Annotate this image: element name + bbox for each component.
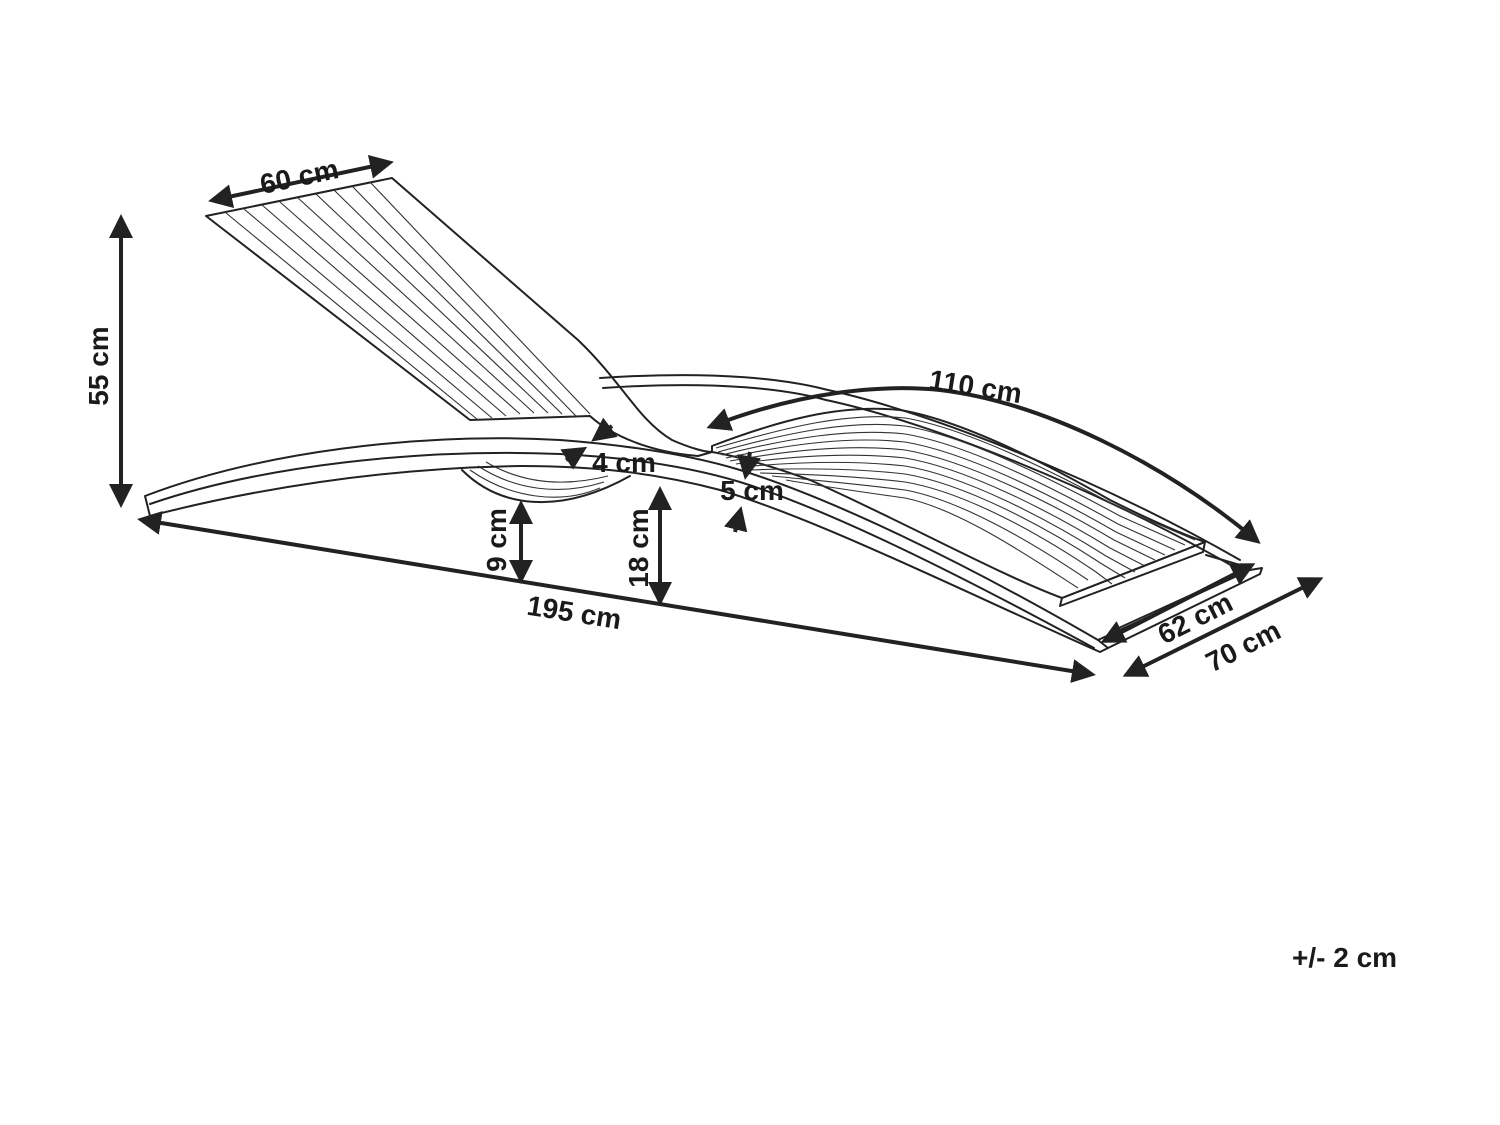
seat-length-dimension-line	[706, 386, 1261, 544]
thickness-arrow-top	[737, 451, 762, 480]
total-length-dimension-line	[137, 511, 1096, 683]
frame-thickness-label: 5 cm	[720, 475, 784, 506]
backrest-width-dimension-line	[208, 155, 394, 208]
dimension-lines	[109, 155, 1324, 683]
seat-height-label: 18 cm	[623, 508, 654, 587]
lounger-drawing	[144, 177, 1263, 653]
backrest-width-label: 60 cm	[257, 153, 341, 200]
seat-length-label: 110 cm	[927, 364, 1024, 409]
front-frame	[144, 437, 1109, 653]
slat-gap-label: 4 cm	[592, 447, 656, 478]
thickness-arrow-bottom	[723, 506, 748, 533]
clearance-label: 9 cm	[481, 508, 512, 572]
gap-arrow-bottom	[560, 446, 588, 470]
backrest-underside	[461, 461, 631, 503]
tolerance-note: +/- 2 cm	[1292, 942, 1398, 973]
gap-arrow-top	[591, 417, 618, 442]
height-label: 55 cm	[83, 326, 114, 405]
backrest	[205, 177, 713, 457]
total-width-dimension-line	[1122, 577, 1324, 677]
backrest-slats	[225, 181, 591, 421]
